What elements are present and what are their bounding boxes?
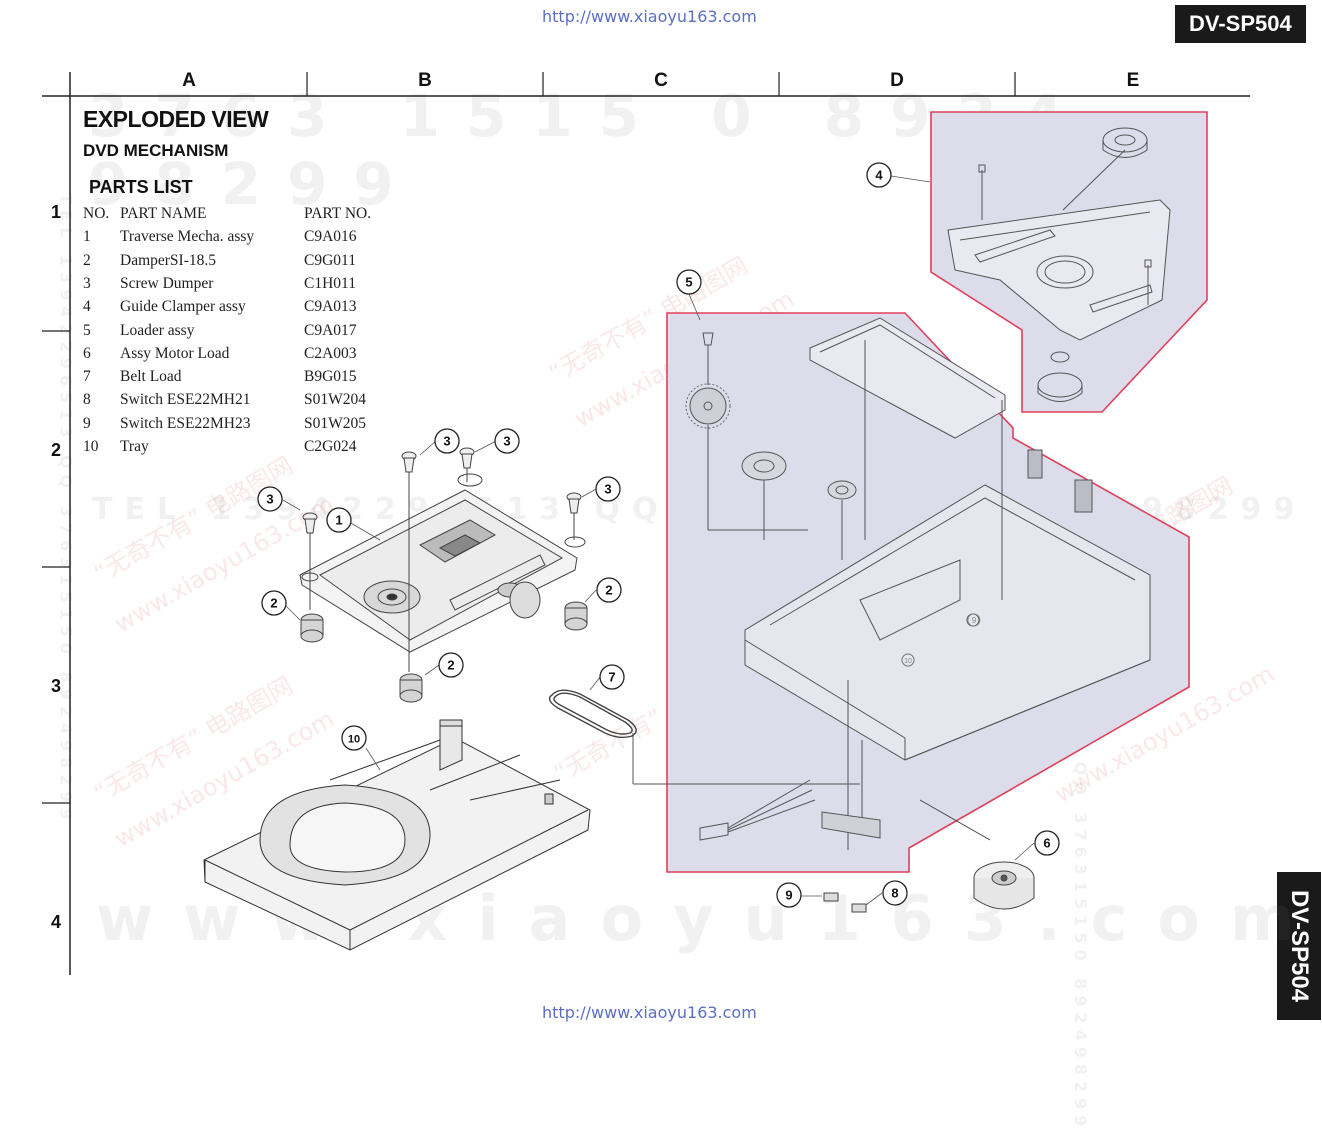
leader-lines (282, 175, 1035, 906)
row-part-no: B9G015 (304, 368, 357, 386)
row-name: Screw Dumper (120, 274, 214, 292)
header-no: NO. (83, 205, 110, 222)
row-name: Assy Motor Load (120, 344, 230, 362)
page-subtitle: DVD MECHANISM (83, 141, 229, 160)
row-no: 10 (83, 438, 99, 455)
callout-circles (257, 162, 1060, 908)
parts-list-title: PARTS LIST (89, 177, 193, 197)
row-part-no: S01W204 (304, 391, 366, 409)
grid-col-b: B (418, 70, 432, 91)
tray (203, 719, 591, 951)
exploded-view-drawing: 4 5 1 3 3 3 3 2 2 2 7 10 6 9 8 9 10 (203, 111, 1208, 951)
row-no: 8 (83, 391, 91, 409)
grid-col-e: E (1126, 70, 1140, 91)
callout-label: 3 (604, 482, 611, 497)
row-name: Belt Load (120, 368, 182, 386)
parts-table: NO. PART NAME PART NO. 1 Traverse Mecha.… (83, 205, 403, 465)
row-part-no: S01W205 (304, 414, 366, 432)
row-part-no: C1H011 (304, 274, 356, 292)
guide-clamper-assy (947, 127, 1171, 402)
inner-callout-label: 10 (904, 658, 912, 665)
row-no: 2 (83, 251, 91, 269)
belt-load (548, 689, 637, 739)
row-name: Tray (120, 438, 149, 455)
grid-row-1: 1 (51, 202, 62, 222)
row-no: 7 (83, 368, 91, 386)
grid-col-a: A (182, 70, 196, 91)
row-name: Traverse Mecha. assy (120, 228, 255, 246)
row-no: 3 (83, 274, 91, 292)
grid-col-d: D (890, 70, 904, 91)
row-no: 4 (83, 298, 91, 316)
row-part-no: C9A017 (304, 321, 357, 339)
grid-col-c: C (654, 70, 668, 91)
grid-frame (42, 72, 1250, 975)
source-url-top[interactable]: http://www.xiaoyu163.com (542, 7, 757, 26)
callout-label: 5 (685, 275, 692, 290)
callout-label: 2 (447, 658, 454, 673)
inner-callout-label: 9 (972, 616, 977, 625)
callout-label: 3 (503, 434, 510, 449)
watermark-phone: 3763 1515 0 8924 98299 (88, 82, 1090, 218)
row-name: Guide Clamper assy (120, 298, 246, 316)
row-no: 6 (83, 344, 91, 362)
callout-label: 10 (348, 734, 360, 746)
callout-label: 3 (443, 434, 450, 449)
callout-label: 4 (875, 168, 883, 183)
row-part-no: C9A016 (304, 228, 357, 246)
traverse-mecha-assy (299, 473, 586, 653)
callout-label: 9 (785, 888, 792, 903)
model-badge-side: DV-SP504 (1277, 872, 1321, 1020)
screw-dumper-set (302, 447, 582, 672)
loader-assy (632, 317, 1151, 850)
row-no: 1 (83, 228, 91, 246)
row-part-no: C9G011 (304, 251, 356, 269)
inner-callouts (901, 613, 981, 667)
page-title: EXPLODED VIEW (83, 106, 269, 132)
row-name: Switch ESE22MH21 (120, 391, 251, 409)
row-no: 5 (83, 321, 91, 339)
row-part-no: C2A003 (304, 344, 357, 362)
grid-row-3: 3 (51, 676, 62, 696)
header-part-name: PART NAME (120, 205, 207, 222)
source-url-bottom[interactable]: http://www.xiaoyu163.com (542, 1003, 757, 1022)
damper-set (300, 601, 588, 703)
callout-label: 6 (1043, 836, 1050, 851)
assy-motor-load (919, 799, 1035, 910)
switch-parts (823, 892, 867, 913)
callout-label: 1 (335, 513, 342, 528)
header-part-no: PART NO. (304, 205, 372, 222)
callout-label: 7 (608, 670, 615, 685)
callout-label: 2 (270, 596, 277, 611)
grid-row-4: 4 (51, 912, 62, 932)
row-name: Switch ESE22MH23 (120, 414, 251, 432)
callout-label: 2 (605, 583, 612, 598)
grid-row-2: 2 (51, 440, 62, 460)
row-no: 9 (83, 414, 91, 432)
row-name: Loader assy (120, 321, 195, 339)
row-name: DamperSI-18.5 (120, 251, 216, 269)
row-part-no: C2G024 (304, 438, 357, 455)
callout-label: 3 (266, 492, 273, 507)
callout-label: 8 (891, 886, 898, 901)
model-badge: DV-SP504 (1175, 5, 1306, 43)
row-part-no: C9A013 (304, 298, 357, 316)
